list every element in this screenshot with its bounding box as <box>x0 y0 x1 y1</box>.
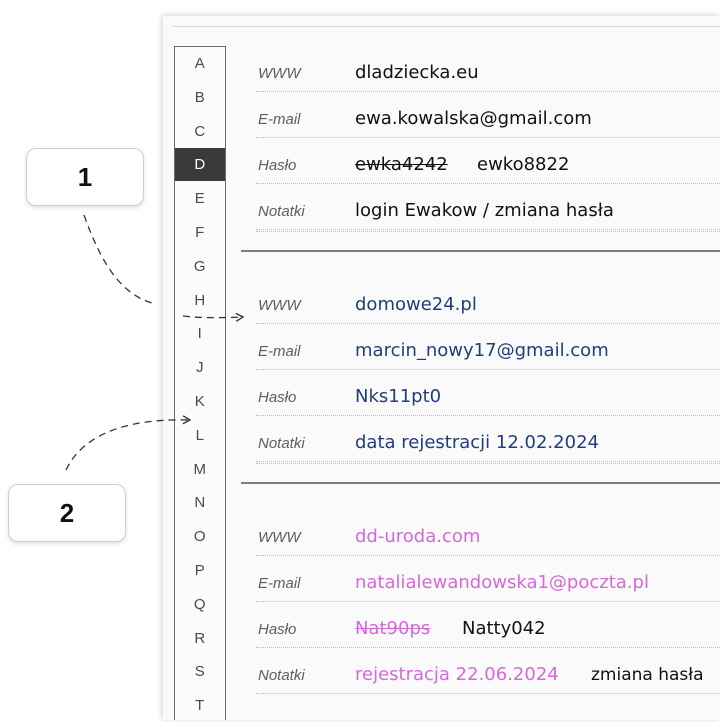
alphabet-tab-b[interactable]: B <box>194 88 206 106</box>
password-label: Hasło <box>258 621 297 638</box>
password-label: Hasło <box>258 157 297 174</box>
www-label: WWW <box>258 65 301 82</box>
entry-2-email-row: E-mail marcin_nowy17@gmail.com <box>256 324 720 370</box>
alphabet-tab-c[interactable]: C <box>194 122 206 140</box>
alphabet-tab-r[interactable]: R <box>194 629 206 647</box>
entry-1-password-row: Hasło ewka4242 ewko8822 <box>256 138 720 184</box>
alphabet-tab-j[interactable]: J <box>196 359 204 377</box>
notes-value: rejestracja 22.06.2024 <box>355 664 559 685</box>
alphabet-tab-k[interactable]: K <box>194 393 206 410</box>
entry-separator-1 <box>241 250 720 252</box>
email-label: E-mail <box>258 575 301 592</box>
entry-2-www-row: WWW domowe24.pl <box>256 278 720 324</box>
notes-label: Notatki <box>258 435 305 452</box>
entry-1-email-row: E-mail ewa.kowalska@gmail.com <box>256 92 720 138</box>
notes-label: Notatki <box>258 203 305 220</box>
alphabet-tab-s[interactable]: S <box>194 663 206 681</box>
alphabet-tab-g[interactable]: G <box>193 257 207 275</box>
password-label: Hasło <box>258 389 297 406</box>
www-value: dladziecka.eu <box>355 62 479 83</box>
alphabet-tab-a[interactable]: A <box>194 55 206 72</box>
callout-1: 1 <box>26 148 144 206</box>
callout-2: 2 <box>8 484 126 542</box>
alphabet-tab-h[interactable]: H <box>194 291 206 309</box>
www-label: WWW <box>258 297 301 314</box>
email-value: natalialewandowska1@poczta.pl <box>355 572 649 593</box>
alphabet-tab-f[interactable]: F <box>195 224 205 241</box>
alphabet-tab-n[interactable]: N <box>194 494 206 512</box>
password-old-value: ewka4242 <box>355 154 448 175</box>
entry-3-www-row: WWW dd-uroda.com <box>256 510 720 556</box>
www-value: domowe24.pl <box>355 294 477 315</box>
entry-2-blank-line <box>256 462 720 464</box>
password-new-value: Natty042 <box>462 618 546 639</box>
alphabet-tab-p[interactable]: P <box>194 562 206 579</box>
password-old-value: Nat90ps <box>355 618 431 639</box>
entry-2-password-row: Hasło Nks11pt0 <box>256 370 720 416</box>
alphabet-tab-i[interactable]: I <box>197 325 203 343</box>
www-value: dd-uroda.com <box>355 526 481 547</box>
email-label: E-mail <box>258 343 301 360</box>
entry-separator-2 <box>241 482 720 484</box>
notes-extra-value: zmiana hasła <box>591 665 704 685</box>
password-new-value: ewko8822 <box>477 154 570 175</box>
entry-1-notes-row: Notatki login Ewakow / zmiana hasła <box>256 184 720 230</box>
alphabet-tab-m[interactable]: M <box>193 460 207 478</box>
entry-2-notes-row: Notatki data rejestracji 12.02.2024 <box>256 416 720 462</box>
arrow-1 <box>83 214 157 305</box>
alphabet-tab-e[interactable]: E <box>194 190 206 208</box>
notebook-page <box>163 16 720 720</box>
alphabet-tab-d[interactable]: D <box>175 148 225 182</box>
notes-label: Notatki <box>258 667 305 684</box>
email-value: marcin_nowy17@gmail.com <box>355 340 609 361</box>
alphabet-tab-t[interactable]: T <box>195 697 205 715</box>
page-top-rule <box>173 26 720 27</box>
entry-3-password-row: Hasło Nat90ps Natty042 <box>256 602 720 648</box>
email-label: E-mail <box>258 111 301 128</box>
email-value: ewa.kowalska@gmail.com <box>355 108 592 129</box>
notes-value: data rejestracji 12.02.2024 <box>355 432 599 453</box>
entry-3-notes-row: Notatki rejestracja 22.06.2024 zmiana hasł… <box>256 648 720 694</box>
password-value: Nks11pt0 <box>355 386 442 407</box>
entry-3-email-row: E-mail natalialewandowska1@poczta.pl <box>256 556 720 602</box>
alphabet-tab-q[interactable]: Q <box>193 595 207 613</box>
alphabet-tab-l[interactable]: L <box>195 426 205 444</box>
entry-1-www-row: WWW dladziecka.eu <box>256 46 720 92</box>
entry-1-blank-line <box>256 230 720 232</box>
alphabet-tab-o[interactable]: O <box>193 528 207 546</box>
www-label: WWW <box>258 529 301 546</box>
notes-value: login Ewakow / zmiana hasła <box>355 200 614 221</box>
